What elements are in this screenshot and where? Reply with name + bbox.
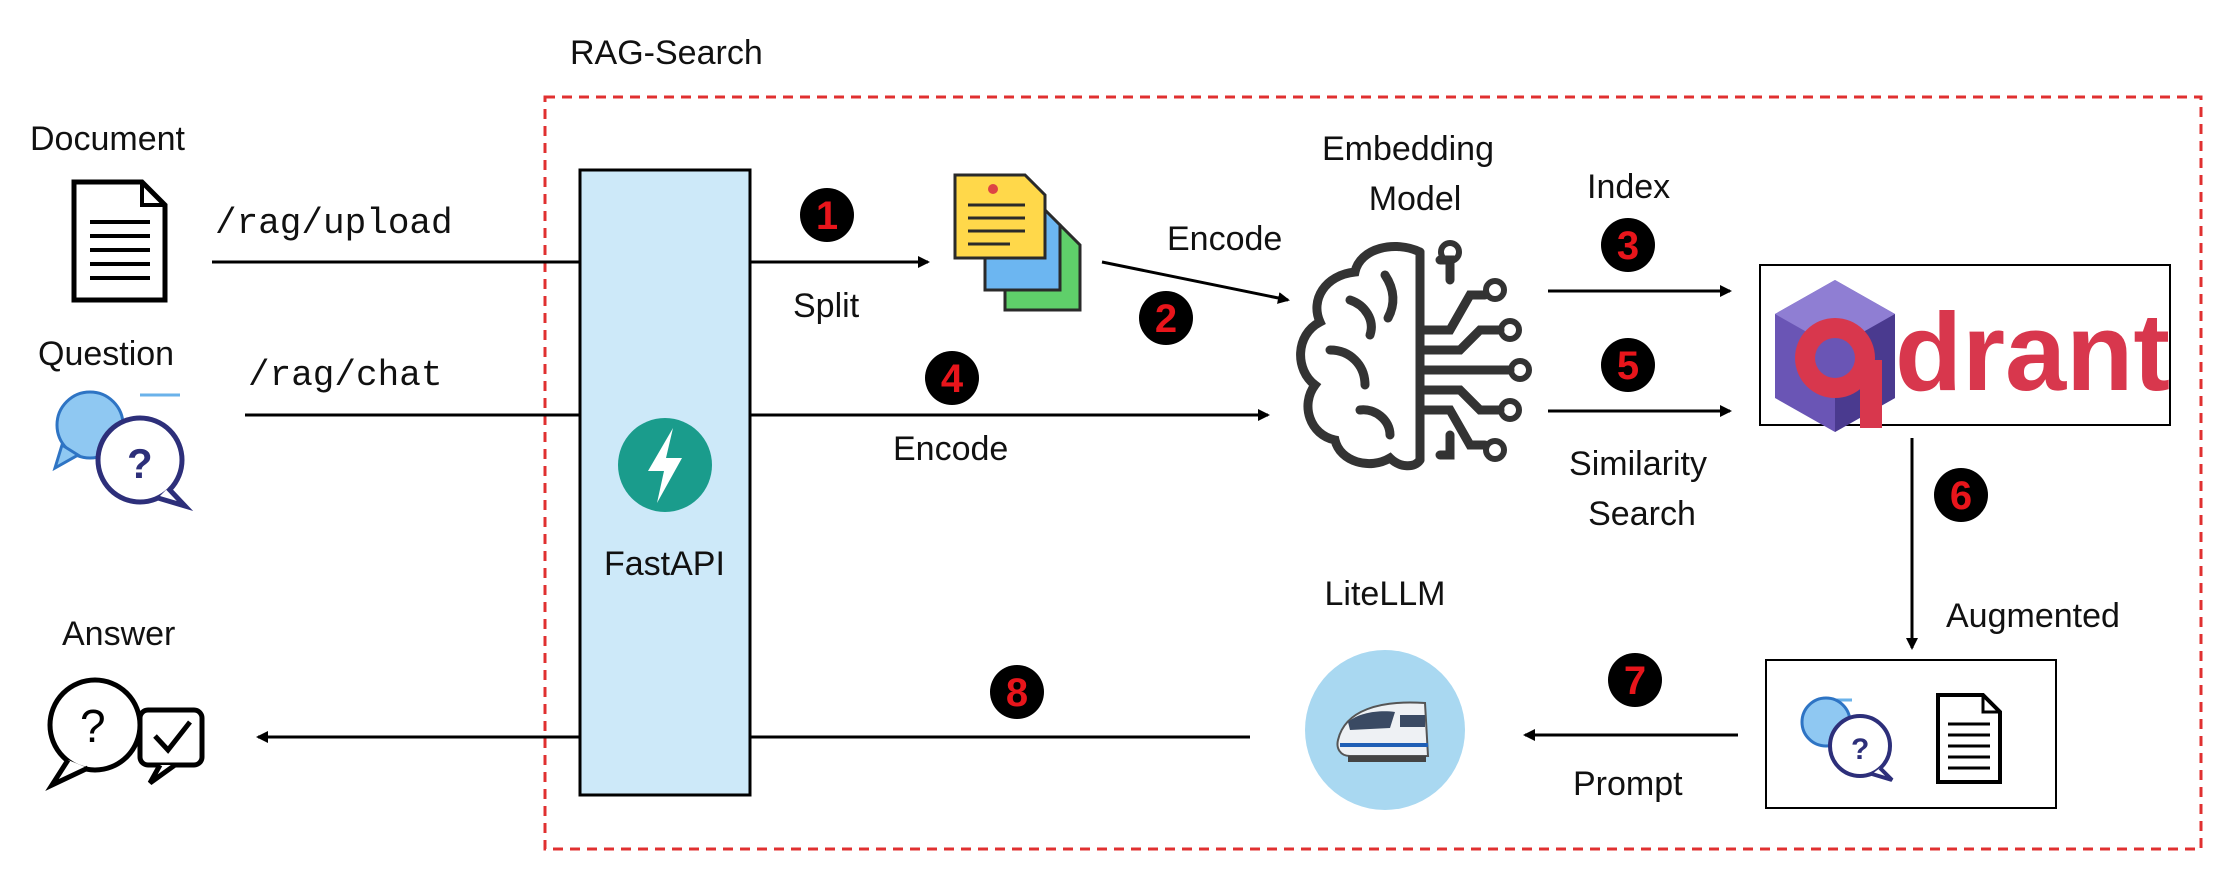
index-label: Index bbox=[1587, 168, 1670, 206]
question-icon: ? bbox=[52, 390, 194, 512]
step-3-number: 3 bbox=[1617, 224, 1639, 268]
qdrant-icon bbox=[1775, 280, 1895, 432]
svg-text:?: ? bbox=[127, 440, 153, 487]
step-8-circle bbox=[990, 665, 1044, 719]
step-8-number: 8 bbox=[1006, 671, 1028, 715]
document-icon bbox=[71, 179, 168, 303]
diagram-title: RAG-Search bbox=[570, 34, 763, 72]
encode-query-label: Encode bbox=[893, 430, 1008, 468]
fastapi-label: FastAPI bbox=[604, 545, 725, 583]
train-icon bbox=[1336, 701, 1430, 762]
split-label: Split bbox=[793, 287, 860, 325]
step-2-number: 2 bbox=[1155, 297, 1177, 341]
embedding-label-line1: Embedding bbox=[1322, 130, 1494, 168]
document-label: Document bbox=[30, 120, 186, 158]
step-6-circle bbox=[1934, 468, 1988, 522]
litellm-label: LiteLLM bbox=[1325, 575, 1446, 613]
chunks-icon bbox=[953, 173, 1082, 312]
embedding-label-line2: Model bbox=[1369, 180, 1462, 218]
prompt-label: Prompt bbox=[1573, 765, 1683, 803]
step-7-number: 7 bbox=[1624, 659, 1646, 703]
step-1-circle bbox=[800, 188, 854, 242]
answer-label: Answer bbox=[62, 615, 175, 653]
augmented-label: Augmented bbox=[1946, 597, 2120, 635]
encode-docs-label: Encode bbox=[1167, 220, 1282, 258]
augmented-question-icon: ? bbox=[1800, 696, 1894, 782]
similarity-label-line2: Search bbox=[1588, 495, 1696, 533]
step-3-circle bbox=[1601, 218, 1655, 272]
step-4-number: 4 bbox=[941, 357, 964, 401]
upload-endpoint: /rag/upload bbox=[215, 203, 453, 244]
fastapi-icon bbox=[618, 418, 712, 512]
step-5-number: 5 bbox=[1617, 344, 1639, 388]
brain-icon bbox=[1296, 240, 1532, 471]
answer-icon: ? bbox=[45, 677, 205, 791]
step-2-circle bbox=[1139, 291, 1193, 345]
svg-text:?: ? bbox=[1851, 733, 1869, 766]
step-1-number: 1 bbox=[816, 194, 838, 238]
step-6-number: 6 bbox=[1950, 474, 1972, 518]
encode-docs-arrow bbox=[1101, 260, 1290, 304]
similarity-label-line1: Similarity bbox=[1569, 445, 1707, 483]
svg-text:?: ? bbox=[80, 700, 106, 752]
qdrant-wordmark: drant bbox=[1895, 291, 2170, 414]
chat-endpoint: /rag/chat bbox=[248, 355, 442, 396]
step-5-circle bbox=[1601, 338, 1655, 392]
augmented-document-icon bbox=[1936, 693, 2002, 784]
question-label: Question bbox=[38, 335, 174, 373]
step-7-circle bbox=[1608, 653, 1662, 707]
rag-search-boundary bbox=[543, 95, 2203, 851]
step-4-circle bbox=[925, 351, 979, 405]
